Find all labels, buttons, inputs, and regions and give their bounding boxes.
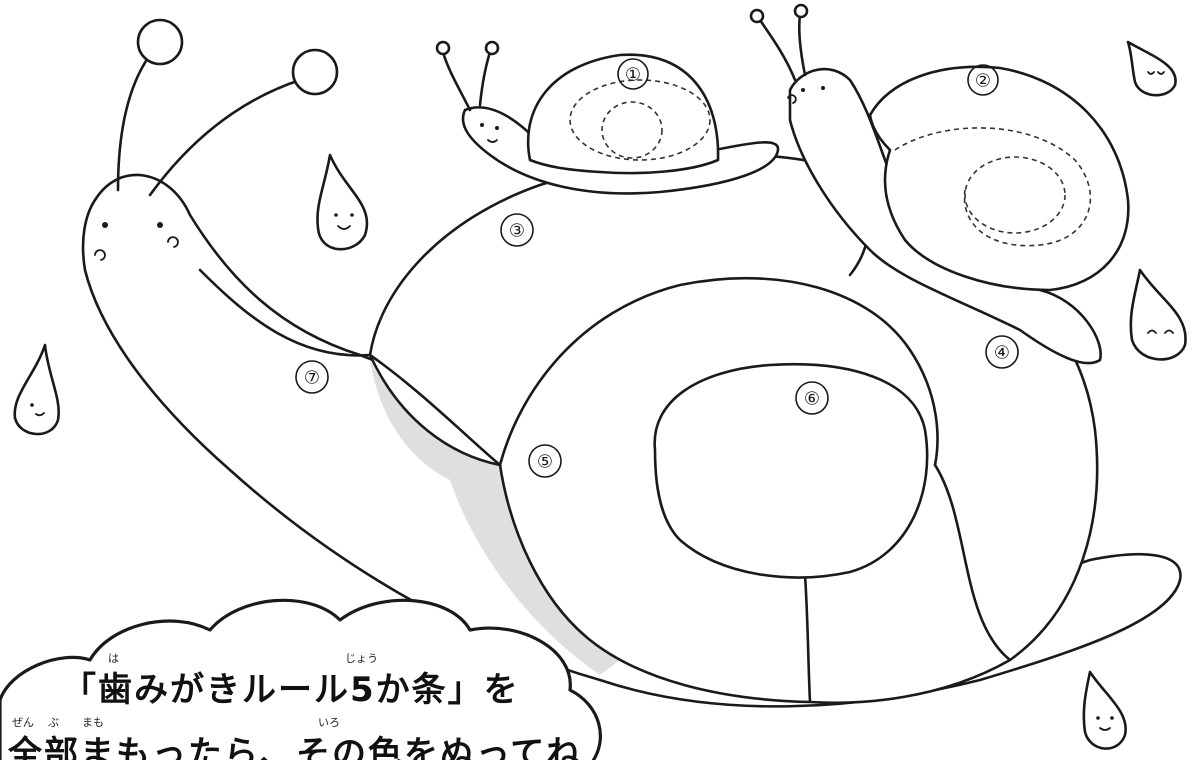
small-snail-2-antenna-left-ball (749, 8, 765, 24)
shell-divider-3-5 (368, 353, 502, 467)
region-number-1: ① (617, 58, 649, 90)
big-snail-eye-right (157, 222, 163, 228)
svg-text:④: ④ (994, 343, 1010, 364)
big-antenna-left (116, 53, 152, 192)
big-snail-cheek-left (94, 249, 106, 261)
region-number-4: ④ (985, 335, 1019, 369)
ruby-mamo: まも (82, 716, 104, 729)
svg-text:③: ③ (509, 221, 525, 242)
ruby-zen: ぜん (12, 716, 34, 729)
region-number-3: ③ (500, 213, 534, 247)
big-antenna-left-ball (136, 18, 184, 66)
small-shell-2-spiral-outer (894, 127, 1092, 247)
small-snail-2-antenna-right (797, 13, 807, 77)
region-number-2: ② (967, 64, 999, 96)
small-shell-1 (526, 53, 720, 175)
big-snail-eye-left (102, 222, 108, 228)
svg-text:⑤: ⑤ (537, 452, 553, 473)
small-snail-1-mouth (487, 139, 498, 143)
small-snail-1-antenna-right-ball (484, 40, 500, 56)
speech-cloud (0, 598, 602, 760)
ruby-ha: は (108, 652, 119, 665)
small-snail-1-antenna-right (478, 50, 492, 107)
svg-text:⑦: ⑦ (304, 368, 320, 389)
svg-text:①: ① (625, 65, 641, 86)
shell-divider-4-5 (933, 463, 1012, 662)
shell-region-6 (653, 363, 929, 579)
shell-spiral-outer (498, 276, 939, 467)
small-snail-2-cheek (787, 94, 797, 104)
ruby-jou: じょう (345, 652, 378, 665)
small-shell-2 (868, 65, 1130, 292)
small-snail-1-eye-left (480, 123, 484, 127)
big-antenna-right-ball (291, 48, 339, 96)
small-shell-1-spiral-outer (569, 79, 711, 161)
instruction-line-1: 「歯みがきルール5か条」を (62, 670, 520, 710)
small-snail-2-eye-right (821, 86, 825, 90)
region-number-7: ⑦ (295, 360, 329, 394)
shell-divider-bottom (803, 573, 812, 704)
region-number-6: ⑥ (795, 381, 829, 415)
small-snail-2-antenna-right-ball (793, 3, 809, 19)
small-shell-1-spiral-inner (601, 101, 663, 159)
region-numbers: ① ② ③ ④ ⑤ ⑥ ⑦ (295, 58, 1019, 478)
water-drop-4 (13, 343, 61, 436)
small-snail-1-antenna-left (441, 50, 472, 112)
ruby-iro: いろ (318, 716, 340, 729)
big-snail-cheek-right (167, 236, 179, 248)
water-drop-1 (316, 153, 369, 251)
small-snail-1-eye-right (495, 126, 499, 130)
shell-divider-3-7 (198, 268, 372, 357)
small-snail-2-eye-left (801, 88, 805, 92)
ruby-bu: ぶ (48, 716, 59, 729)
small-snail-2-antenna-left (758, 18, 797, 82)
water-drop-2 (1126, 40, 1177, 97)
instruction-line-2: 全部まもったら、その色をぬってね (8, 734, 583, 760)
small-shell-2-spiral-inner (964, 156, 1066, 234)
small-snail-1-antenna-left-ball (435, 40, 451, 56)
region-number-5: ⑤ (528, 444, 562, 478)
water-drop-5 (1082, 670, 1127, 750)
svg-text:②: ② (975, 71, 991, 92)
big-antenna-right (148, 78, 302, 197)
svg-text:⑥: ⑥ (804, 389, 820, 410)
water-drop-3 (1129, 268, 1187, 361)
